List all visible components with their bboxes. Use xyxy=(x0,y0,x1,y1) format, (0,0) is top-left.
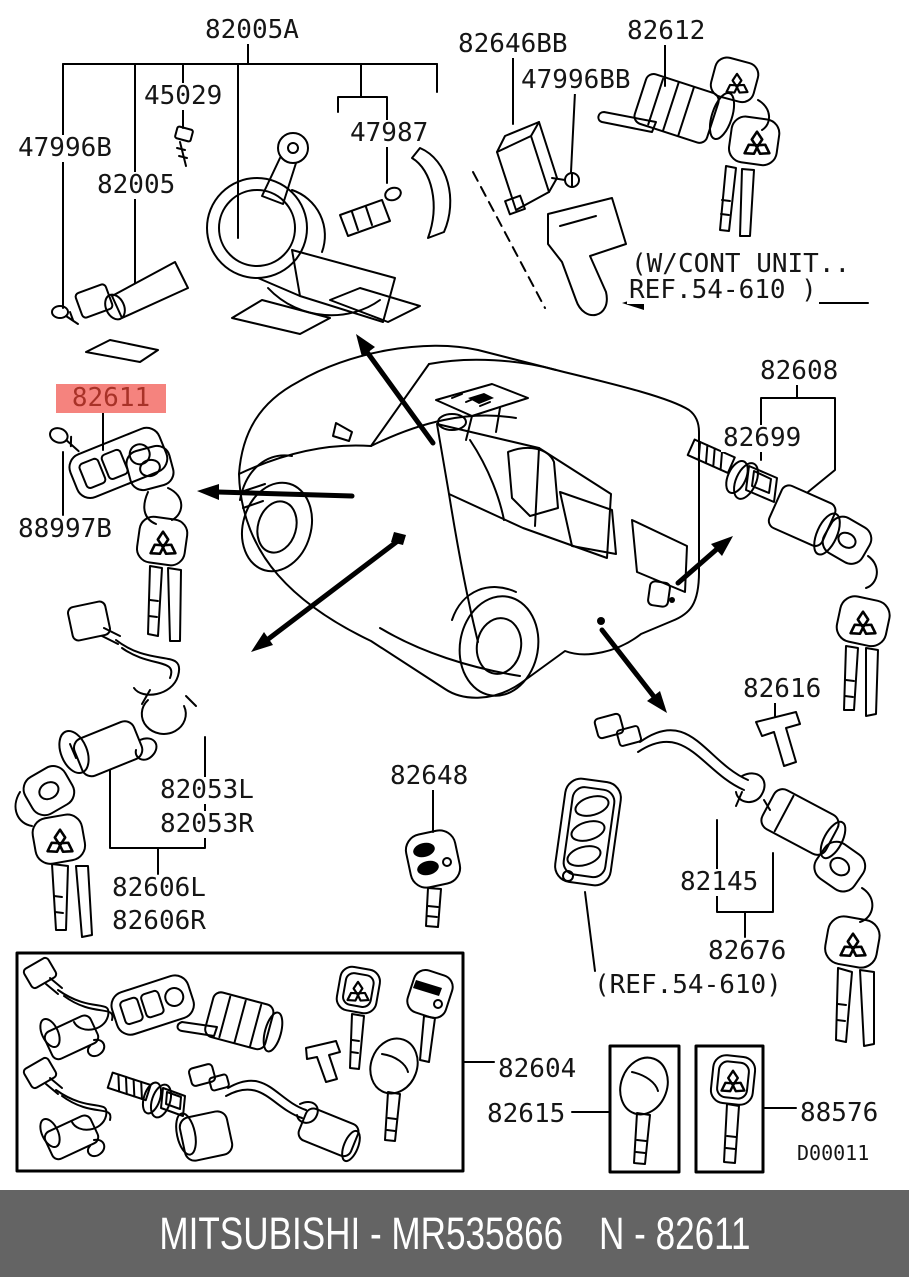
arrow-to-door-lock xyxy=(251,537,402,652)
key-82615-box-sketch xyxy=(608,1044,681,1174)
part-label-82648: 82648 xyxy=(388,761,471,791)
keyless-remote-sketch xyxy=(554,777,622,887)
part-label-47996B: 47996B xyxy=(16,133,114,163)
arrow-to-tailgate-handle xyxy=(197,484,355,500)
note-cont-unit-line1: (W/CONT UNIT.. xyxy=(629,249,853,279)
drawing-code: D00011 xyxy=(795,1141,872,1165)
note-ref-bottom: (REF.54-610) xyxy=(592,970,784,1000)
part-label-82699: 82699 xyxy=(721,423,804,453)
footer-catalog-number: N - 82611 xyxy=(598,1207,751,1259)
part-label-47996BB: 47996BB xyxy=(519,65,633,95)
key-88576-box-sketch xyxy=(694,1044,765,1174)
arrow-to-ignition xyxy=(356,334,436,446)
part-label-82053R: 82053R xyxy=(158,809,256,839)
fuel-lid-assembly-sketch xyxy=(593,712,847,860)
rear-lock-82608-sketch xyxy=(686,438,891,717)
part-label-82615: 82615 xyxy=(485,1099,568,1129)
clip-82616-sketch xyxy=(755,711,801,767)
blank-key-82648-sketch xyxy=(404,829,462,928)
part-label-82606R: 82606R xyxy=(110,906,208,936)
fuel-lid-keys-sketch xyxy=(813,840,881,1047)
arrow-to-rear-lock xyxy=(675,536,733,586)
key-set-box-sketch xyxy=(15,951,465,1173)
footer-brand-part: MITSUBISHI - MR535866 xyxy=(158,1207,563,1259)
door-lock-cylinder-sketch xyxy=(14,720,158,938)
part-label-82053L: 82053L xyxy=(158,775,256,805)
note-cont-unit-line2: REF.54-610 ) xyxy=(627,275,819,305)
part-label-82608: 82608 xyxy=(758,356,841,386)
part-label-82005A: 82005A xyxy=(203,15,301,45)
part-label-45029: 45029 xyxy=(142,81,225,111)
part-label-82604: 82604 xyxy=(496,1054,579,1084)
part-label-82646BB: 82646BB xyxy=(456,29,570,59)
part-label-82005: 82005 xyxy=(95,170,178,200)
part-label-88576: 88576 xyxy=(798,1098,881,1128)
part-label-47987: 47987 xyxy=(348,118,431,148)
part-label-82612: 82612 xyxy=(625,16,708,46)
part-label-82616: 82616 xyxy=(741,674,824,704)
steering-lock-assembly-sketch xyxy=(51,125,452,363)
part-label-82676: 82676 xyxy=(706,936,789,966)
ignition-cylinder-82612-sketch xyxy=(597,56,781,237)
part-label-82611-highlighted[interactable]: 82611 xyxy=(56,384,166,413)
footer-bar: MITSUBISHI - MR535866 N - 82611 xyxy=(0,1190,909,1277)
part-label-82606L: 82606L xyxy=(110,873,208,903)
tailgate-handle-82611-sketch xyxy=(49,426,189,642)
arrow-to-fuel-lid xyxy=(599,627,667,713)
immobilizer-unit-sketch xyxy=(496,121,627,317)
vehicle-sketch xyxy=(238,344,700,699)
footer-text: MITSUBISHI - MR535866 N - 82611 xyxy=(159,1208,750,1260)
part-label-88997B: 88997B xyxy=(16,514,114,544)
door-harness-sketch xyxy=(66,600,197,735)
part-label-82145: 82145 xyxy=(678,867,761,897)
